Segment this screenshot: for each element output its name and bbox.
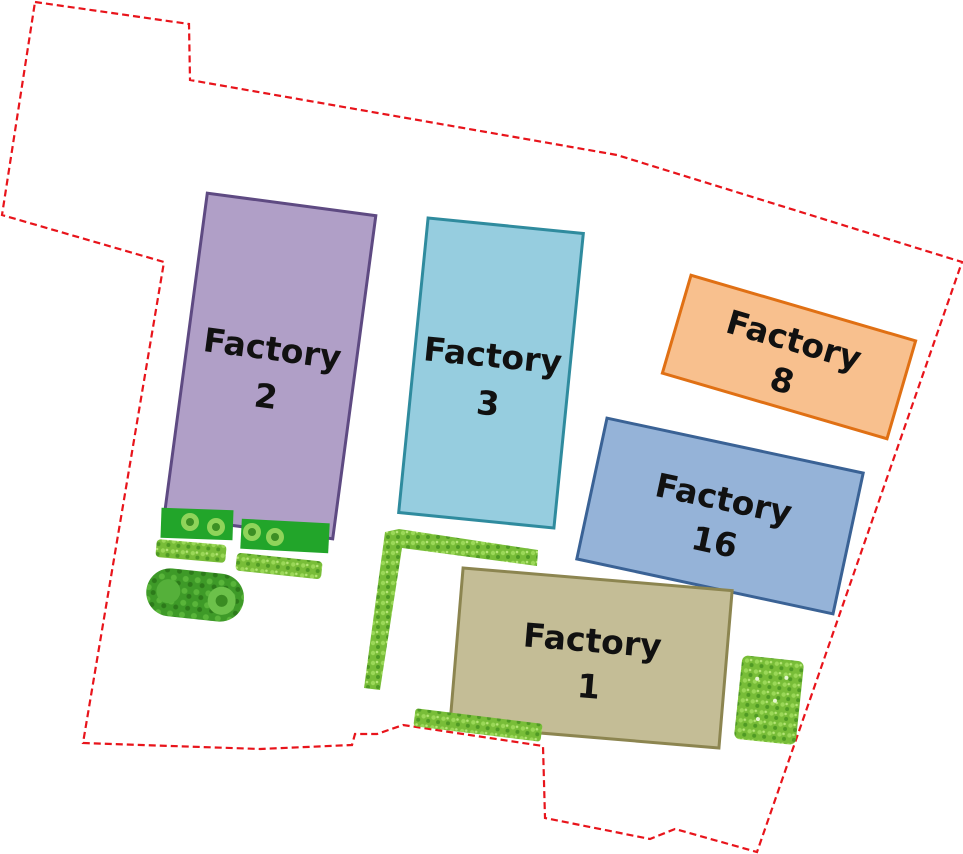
factory-16-number: 16 [688,518,741,566]
bush-icon [156,579,181,604]
flower-bed-left [160,507,234,541]
factory-8[interactable]: Factory 8 [660,273,918,441]
factory-2-number: 2 [252,375,280,417]
flower-bed-right [240,518,330,554]
factory-2[interactable]: Factory 2 [162,191,378,541]
factory-3-number: 3 [475,383,502,424]
bush-bed [146,568,244,622]
hedge-l-shape [364,529,538,690]
factory-1[interactable]: Factory 1 [448,566,734,750]
factory-16[interactable]: Factory 16 [575,416,865,616]
factory-1-number: 1 [576,666,602,707]
hedge-bottom [413,708,543,742]
hedge-small-1 [155,539,227,563]
factory-3[interactable]: Factory 3 [397,216,585,530]
hedge-small-2 [235,552,323,580]
hedge-right [734,655,804,745]
